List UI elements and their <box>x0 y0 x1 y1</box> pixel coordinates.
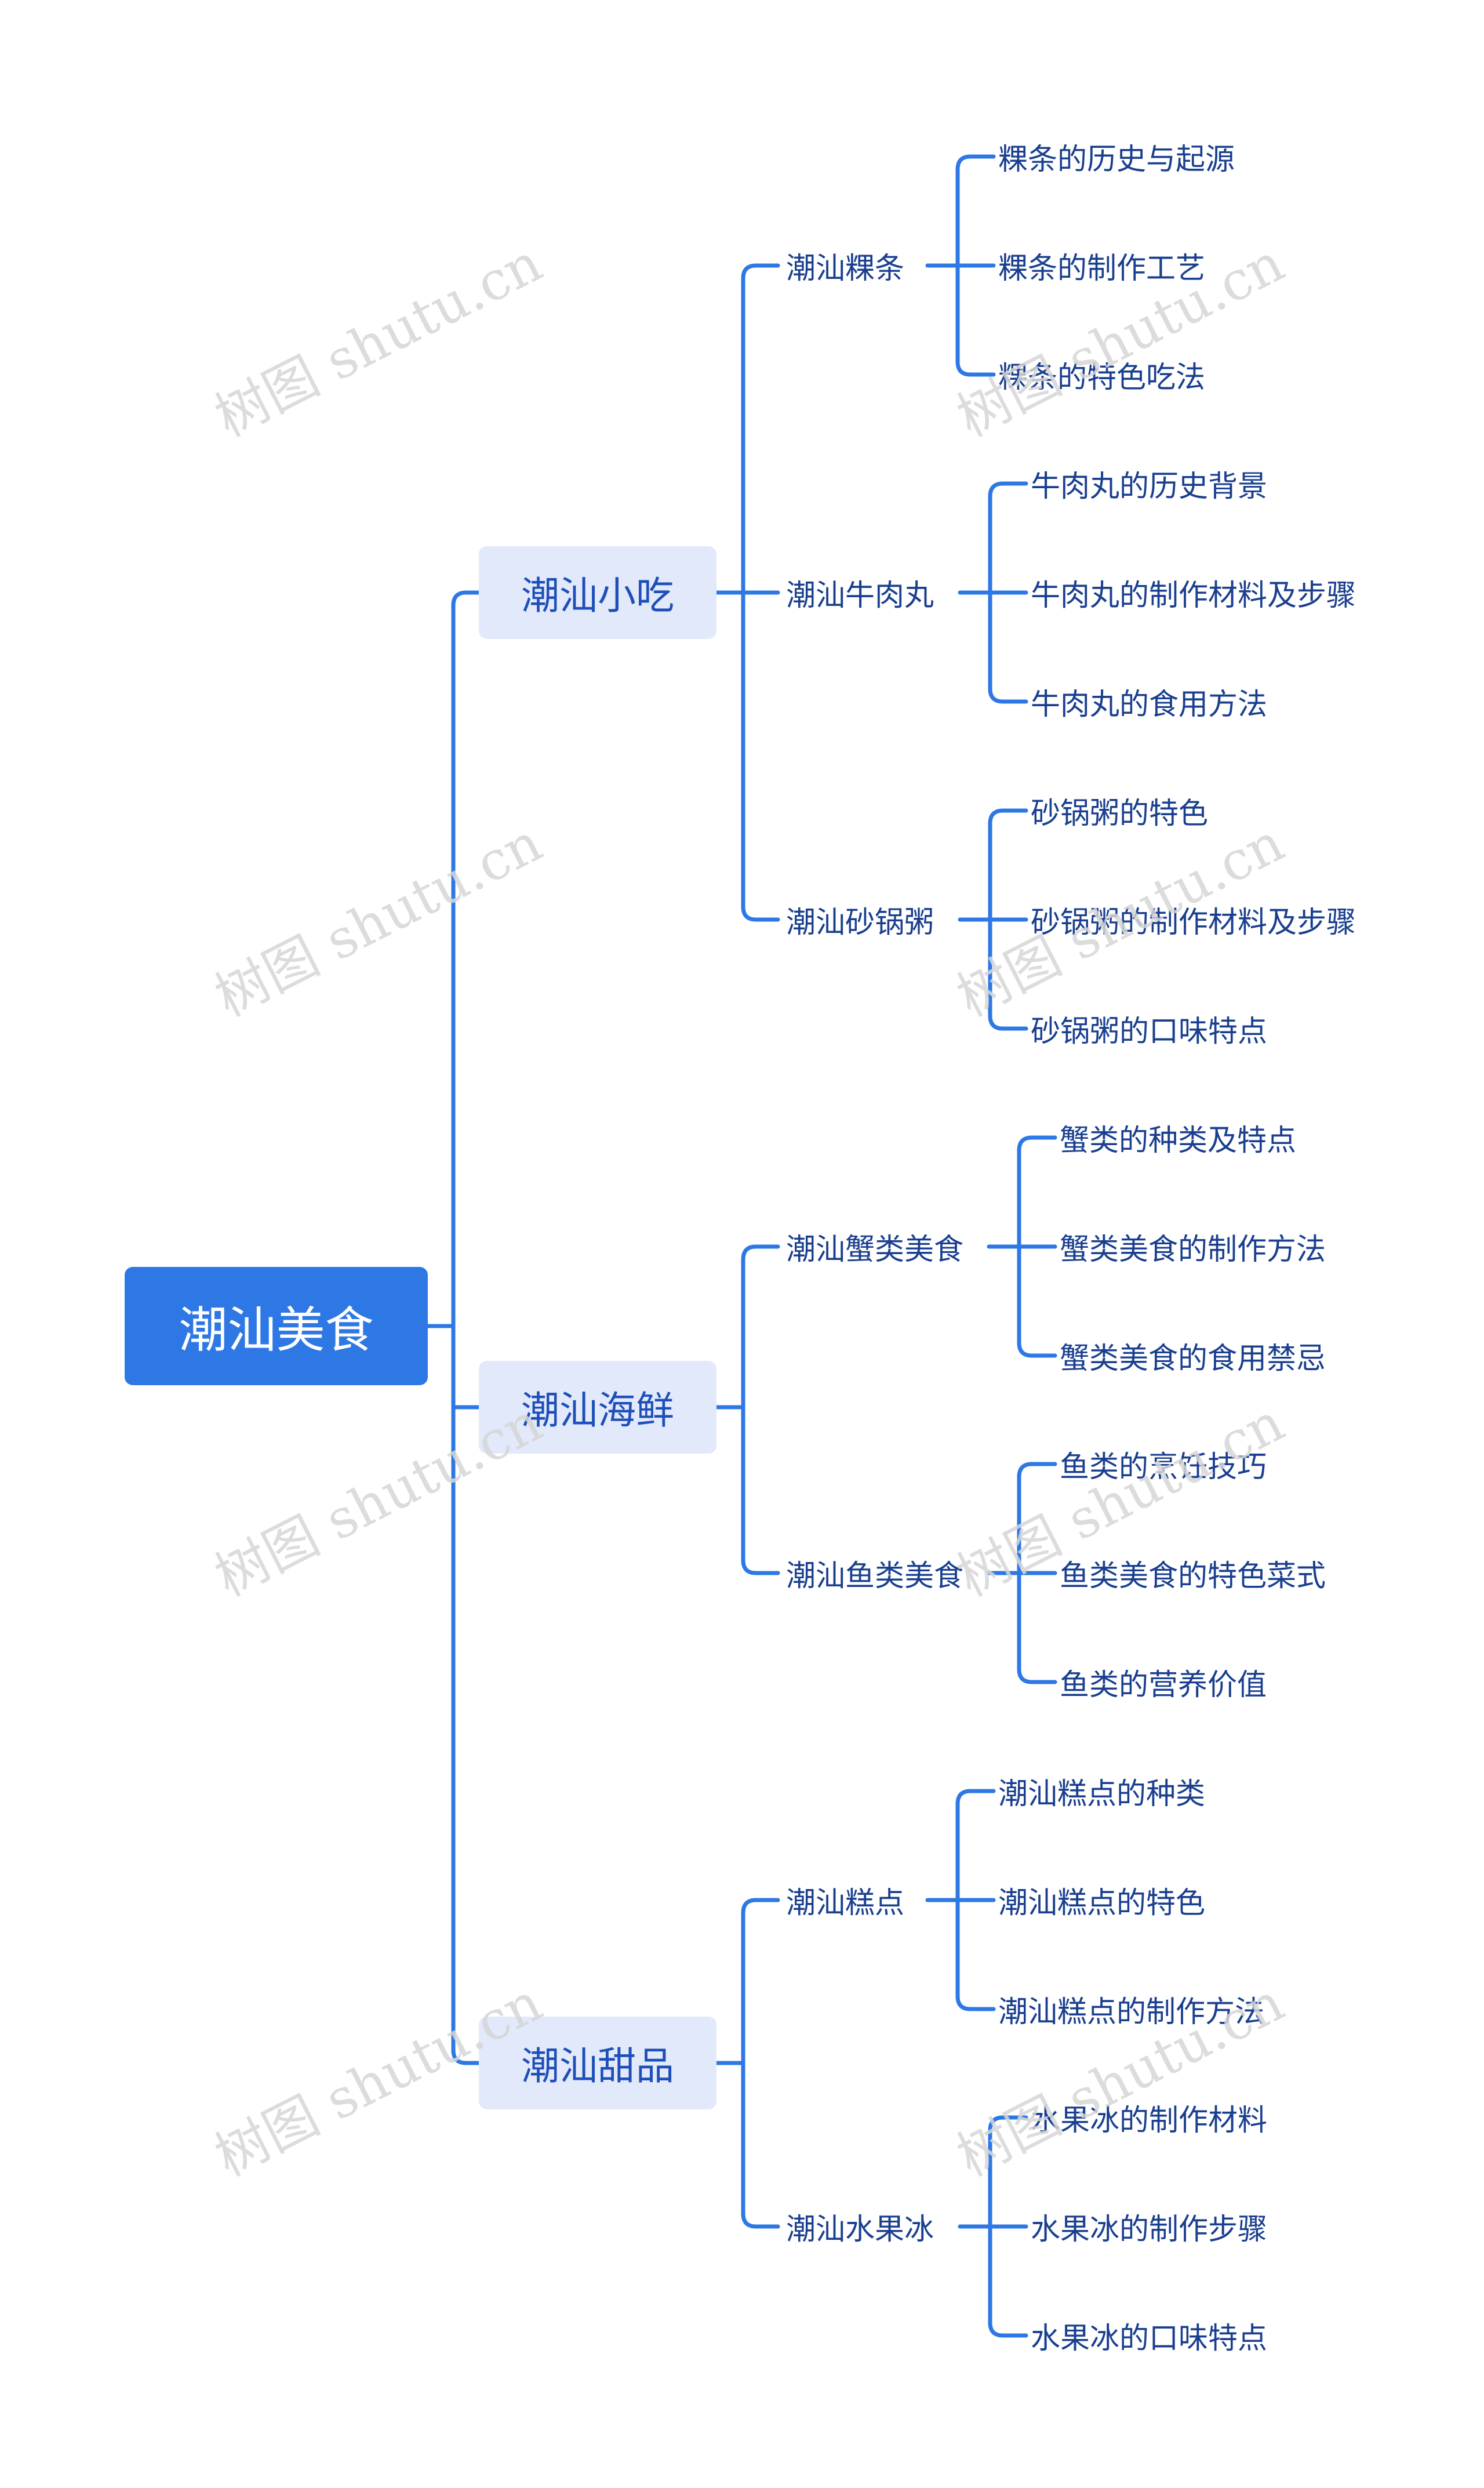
connector <box>988 2320 1028 2338</box>
connector <box>1017 1341 1057 1358</box>
branch-node[interactable]: 潮汕甜品 <box>479 2017 716 2109</box>
connector <box>741 1244 780 1262</box>
subtopic-node[interactable]: 蟹类的种类及特点 <box>1060 1124 1297 1158</box>
connector <box>741 1898 780 1915</box>
subtopic-node[interactable]: 鱼类美食的特色菜式 <box>1060 1559 1326 1593</box>
connector <box>955 359 996 377</box>
topic-node[interactable]: 潮汕糕点 <box>786 1886 905 1920</box>
connector <box>988 808 1028 826</box>
connector <box>1017 1462 1057 1479</box>
subtopic-node[interactable]: 水果冰的制作材料 <box>1031 2104 1268 2138</box>
connector <box>741 905 780 922</box>
connector <box>741 263 780 281</box>
subtopic-node[interactable]: 牛肉丸的历史背景 <box>1031 470 1268 504</box>
subtopic-node[interactable]: 水果冰的口味特点 <box>1031 2322 1268 2356</box>
connector <box>955 154 996 172</box>
connector <box>988 2115 1028 2133</box>
subtopic-node[interactable]: 砂锅粥的制作材料及步骤 <box>1031 906 1356 940</box>
subtopic-node[interactable]: 砂锅粥的特色 <box>1031 797 1209 831</box>
connector <box>955 1994 996 2011</box>
connector <box>1017 1135 1057 1153</box>
subtopic-node[interactable]: 粿条的制作工艺 <box>998 252 1206 286</box>
topic-node[interactable]: 潮汕牛肉丸 <box>786 579 934 613</box>
connector <box>988 481 1028 499</box>
subtopic-node[interactable]: 蟹类美食的食用禁忌 <box>1060 1342 1326 1376</box>
subtopic-node[interactable]: 鱼类的营养价值 <box>1060 1668 1267 1702</box>
subtopic-node[interactable]: 粿条的特色吃法 <box>998 361 1206 395</box>
branch-node[interactable]: 潮汕小吃 <box>479 546 716 639</box>
topic-node[interactable]: 潮汕砂锅粥 <box>786 906 934 940</box>
topic-node[interactable]: 潮汕水果冰 <box>786 2213 934 2247</box>
branch-node[interactable]: 潮汕海鲜 <box>479 1361 716 1454</box>
connector <box>955 1789 996 1806</box>
subtopic-node[interactable]: 鱼类的烹饪技巧 <box>1060 1450 1267 1484</box>
connector <box>451 590 481 608</box>
connector <box>741 2211 780 2229</box>
topic-node[interactable]: 潮汕鱼类美食 <box>786 1559 964 1593</box>
subtopic-node[interactable]: 粿条的历史与起源 <box>998 143 1235 177</box>
subtopic-node[interactable]: 牛肉丸的制作材料及步骤 <box>1031 579 1356 613</box>
subtopic-node[interactable]: 牛肉丸的食用方法 <box>1031 688 1268 722</box>
topic-node[interactable]: 潮汕蟹类美食 <box>786 1233 964 1267</box>
connector <box>451 2048 481 2065</box>
topic-node[interactable]: 潮汕粿条 <box>786 252 905 286</box>
subtopic-node[interactable]: 潮汕糕点的种类 <box>998 1777 1206 1811</box>
subtopic-node[interactable]: 蟹类美食的制作方法 <box>1060 1233 1326 1267</box>
root-node[interactable]: 潮汕美食 <box>125 1267 428 1385</box>
subtopic-node[interactable]: 潮汕糕点的制作方法 <box>998 1995 1265 2029</box>
connector <box>988 687 1028 704</box>
connector <box>988 1014 1028 1031</box>
subtopic-node[interactable]: 潮汕糕点的特色 <box>998 1886 1206 1920</box>
connector <box>741 1558 780 1575</box>
subtopic-node[interactable]: 砂锅粥的口味特点 <box>1031 1015 1268 1049</box>
subtopic-node[interactable]: 水果冰的制作步骤 <box>1031 2213 1268 2247</box>
connector <box>1017 1667 1057 1684</box>
